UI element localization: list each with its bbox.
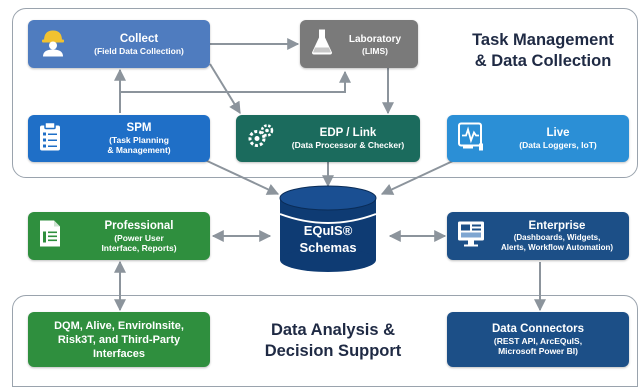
worker-icon [38,27,68,62]
live-subtitle: (Data Loggers, IoT) [519,140,597,150]
data-connectors-title: Data Connectors [491,323,585,335]
data-connectors-node[interactable]: Data Connectors (REST API, ArcEQuIS, Mic… [447,312,629,367]
collect-node[interactable]: Collect (Field Data Collection) [28,20,210,68]
arrow-collect-edp [209,63,241,115]
dashboard-icon [457,220,485,253]
gears-icon [246,121,276,156]
connector-arrows [114,38,546,312]
monitor-icon [457,121,485,156]
collect-title: Collect [119,32,159,45]
spm-node[interactable]: SPM (Task Planning & Management) [28,115,210,162]
professional-subtitle: (Power User Interface, Reports) [101,232,177,253]
enterprise-node[interactable]: Enterprise (Dashboards, Widgets, Alerts,… [447,212,629,260]
data-analysis-title: Data Analysis & Decision Support [264,321,402,360]
spm-title: SPM [126,122,152,134]
edp-subtitle: (Data Processor & Checker) [291,140,405,150]
collect-subtitle: (Field Data Collection) [94,45,184,56]
arrow-spm-laboratory [120,70,351,93]
third-party-interfaces-text: DQM, Alive, EnviroInsite, Risk3T, and Th… [54,319,184,360]
live-node[interactable]: Live (Data Loggers, IoT) [447,115,629,162]
equis-database-icon [279,185,377,272]
schemas-label: Schemas [299,240,357,255]
flask-icon [310,28,334,61]
professional-title: Professional [104,219,174,232]
professional-node[interactable]: Professional (Power User Interface, Repo… [28,212,210,260]
laboratory-title: Laboratory [348,33,402,45]
edp-title: EDP / Link [319,127,377,139]
third-party-interfaces-node[interactable]: DQM, Alive, EnviroInsite, Risk3T, and Th… [28,312,210,367]
equis-label: EQuIS® [303,223,353,238]
live-title: Live [546,127,570,139]
task-management-title: Task Management & Data Collection [472,31,614,70]
edp-link-node[interactable]: EDP / Link (Data Processor & Checker) [236,115,420,162]
enterprise-title: Enterprise [528,219,586,232]
document-icon [38,219,62,254]
arrow-live-equis [380,159,456,195]
laboratory-subtitle: (LIMS) [362,45,388,56]
arrow-spm-equis [204,159,280,195]
data-connectors-subtitle: (REST API, ArcEQuIS, Microsoft Power BI) [493,336,583,356]
laboratory-node[interactable]: Laboratory (LIMS) [300,20,418,68]
clipboard-icon [38,121,62,156]
enterprise-subtitle: (Dashboards, Widgets, Alerts, Workflow A… [501,232,613,252]
spm-subtitle: (Task Planning & Management) [107,135,171,155]
